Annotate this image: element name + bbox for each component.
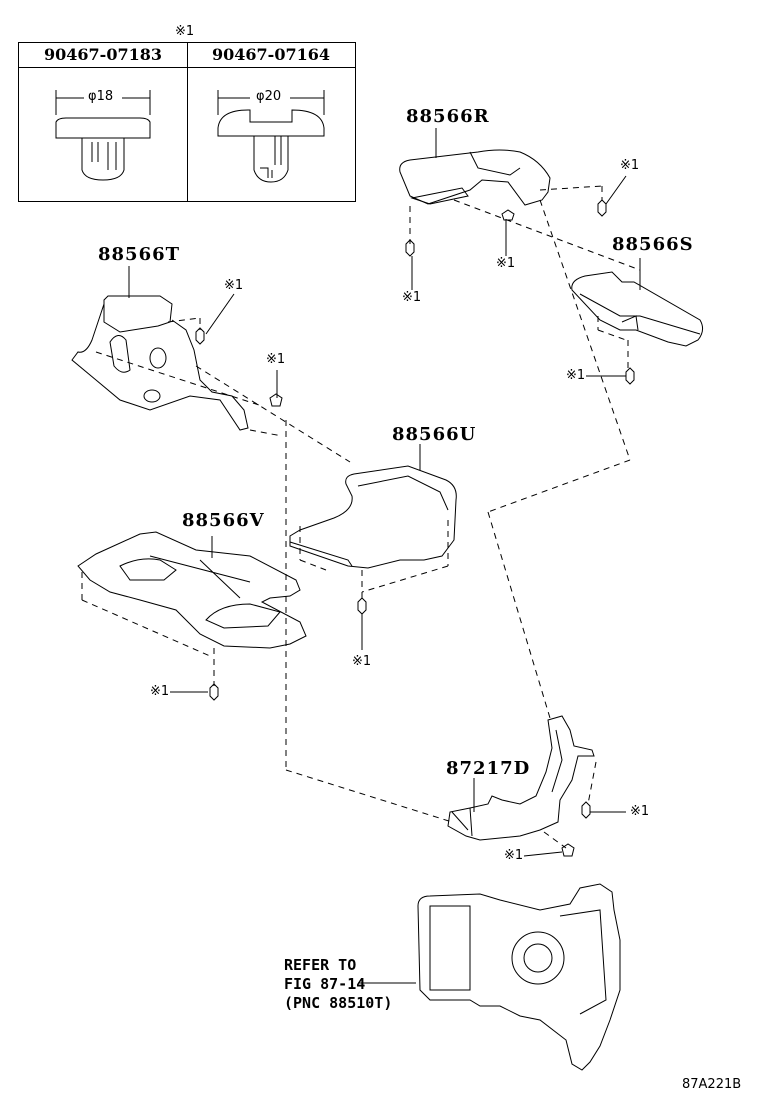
duct-88566U: [289, 465, 457, 569]
clip-callout: ※1: [402, 290, 422, 305]
diagram-code: 87A221B: [682, 1077, 742, 1092]
duct-88566V: [77, 531, 307, 649]
duct-88566R: [399, 149, 551, 206]
part-label-88566T[interactable]: 88566T: [98, 244, 181, 265]
part-label-88566S[interactable]: 88566S: [612, 234, 694, 255]
clip-callout: ※1: [620, 158, 640, 173]
clip-callout: ※1: [566, 368, 586, 383]
clip-callout: ※1: [266, 352, 286, 367]
clip-callout: ※1: [496, 256, 516, 271]
reference-line: (PNC 88510T): [284, 994, 393, 1012]
clip-callout: ※1: [352, 654, 372, 669]
reference-line: FIG 87-14: [284, 975, 366, 993]
clip-table: 90467-07183 90467-07164: [18, 42, 356, 202]
part-label-88566V[interactable]: 88566V: [182, 510, 265, 531]
clip-callout: ※1: [150, 684, 170, 699]
duct-88566S: [571, 271, 704, 347]
part-label-88566R[interactable]: 88566R: [406, 106, 490, 127]
duct-87217D: [447, 715, 595, 841]
clip-table-note: ※1: [175, 24, 195, 39]
clip-90467-07164-drawing: [217, 90, 325, 183]
clip-90467-07183-drawing: [55, 90, 151, 181]
clip-diameter: φ18: [86, 89, 116, 104]
clip-part-number: 90467-07164: [212, 45, 330, 64]
blower-assembly-drawing: [417, 883, 621, 1071]
clip-callout: ※1: [504, 848, 524, 863]
clip-part-number: 90467-07183: [44, 45, 162, 64]
part-label-87217D[interactable]: 87217D: [446, 758, 531, 779]
clip-callout: ※1: [630, 804, 650, 819]
reference-line: REFER TO: [284, 956, 357, 974]
assembly-dashed-lines: [81, 185, 641, 849]
duct-88566T: [71, 295, 249, 431]
part-label-88566U[interactable]: 88566U: [392, 424, 477, 445]
clip-diameter: φ20: [254, 89, 284, 104]
clip-leaders: [170, 175, 627, 857]
clip-callout: ※1: [224, 278, 244, 293]
